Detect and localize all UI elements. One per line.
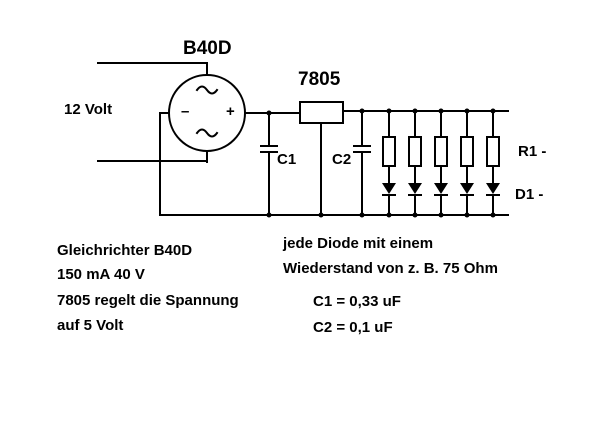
led-branches	[382, 108, 500, 218]
ac-sine-bottom-icon	[195, 128, 219, 138]
led-5-icon	[486, 183, 500, 194]
led-1-icon	[382, 183, 396, 194]
junction-dot	[386, 108, 392, 114]
note-right-line-1: jede Diode mit einem	[283, 235, 434, 252]
junction-dot	[490, 212, 496, 218]
diode-label: D1 -	[515, 186, 544, 203]
note-left-line-3: 7805 regelt die Spannung	[57, 292, 239, 309]
junction-dot	[359, 212, 365, 218]
led-3-icon	[434, 183, 448, 194]
ac-sine-top-icon	[195, 85, 219, 95]
resistor-1	[382, 136, 396, 167]
regulator-box	[299, 101, 344, 124]
rectifier-minus-sign: –	[181, 103, 190, 120]
c2-label: C2	[332, 151, 352, 168]
junction-dot	[438, 212, 444, 218]
junction-dot	[464, 212, 470, 218]
capacitor-value-c2: C2 = 0,1 uF	[313, 319, 393, 336]
junction-dot	[464, 108, 470, 114]
c1-label: C1	[277, 151, 297, 168]
input-voltage-label: 12 Volt	[64, 101, 113, 118]
junction-dot	[359, 108, 365, 114]
junction-dot	[438, 108, 444, 114]
resistor-label: R1 -	[518, 143, 547, 160]
rectifier-plus-sign: +	[226, 103, 235, 120]
junction-dot	[412, 108, 418, 114]
junction-dot	[490, 108, 496, 114]
led-4-icon	[460, 183, 474, 194]
rectifier-label: B40D	[183, 38, 232, 59]
junction-dot	[412, 212, 418, 218]
junction-dot	[386, 212, 392, 218]
note-left-line-1: Gleichrichter B40D	[57, 242, 193, 259]
resistor-5	[486, 136, 500, 167]
regulator-label: 7805	[298, 69, 341, 90]
resistor-3	[434, 136, 448, 167]
junction-dot	[318, 212, 324, 218]
capacitor-value-c1: C1 = 0,33 uF	[313, 293, 401, 310]
junction-dot	[266, 110, 272, 116]
note-right-line-2: Wiederstand von z. B. 75 Ohm	[283, 260, 498, 277]
led-2-icon	[408, 183, 422, 194]
junction-dot	[266, 212, 272, 218]
note-left-line-2: 150 mA 40 V	[57, 266, 145, 283]
note-left-line-4: auf 5 Volt	[57, 317, 124, 334]
resistor-4	[460, 136, 474, 167]
resistor-2	[408, 136, 422, 167]
